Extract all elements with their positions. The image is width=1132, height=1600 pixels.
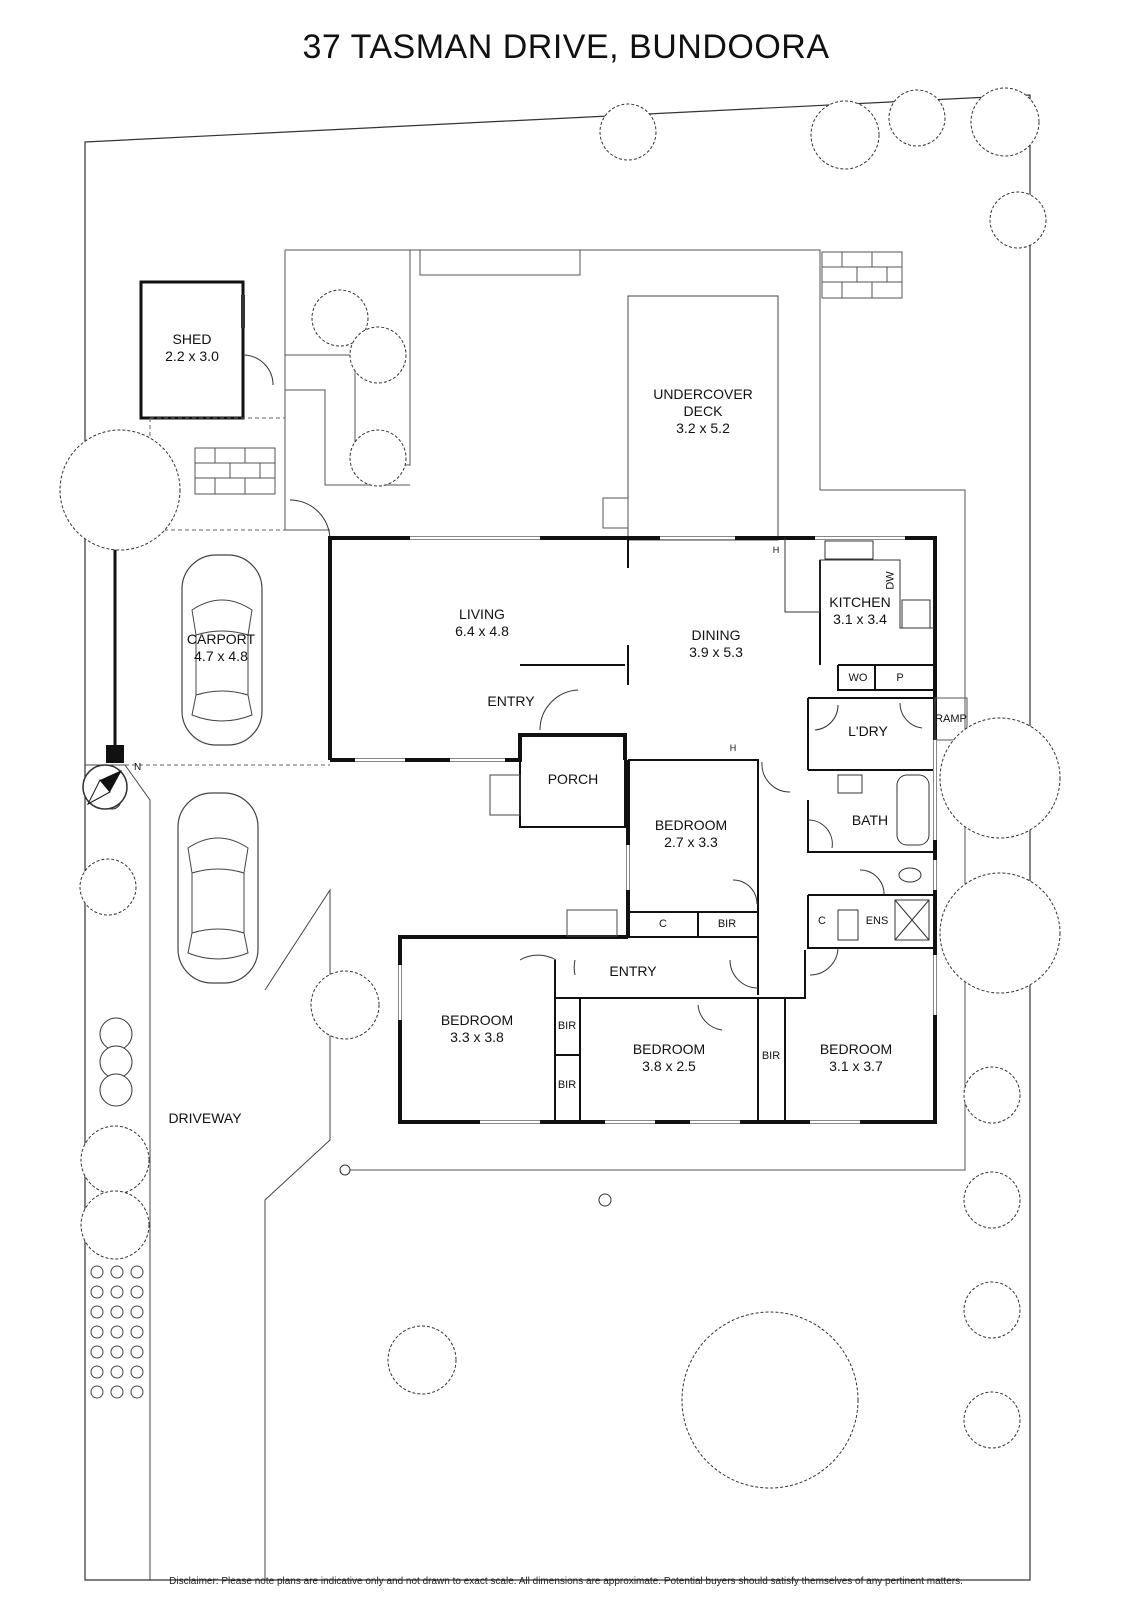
porch-label: PORCH [547, 771, 599, 787]
north-compass-icon [82, 764, 128, 810]
trees [59, 87, 1061, 1489]
north-label: N [134, 762, 142, 773]
heater-label-1: H [772, 545, 780, 555]
ensuite-label: ENS [865, 915, 889, 927]
disclaimer: Disclaimer: Please note plans are indica… [169, 1576, 963, 1587]
bir-label-1: BIR [717, 918, 737, 930]
heater-label-2: H [729, 743, 737, 753]
rear-garden-outline [285, 249, 966, 700]
bir-label-3: BIR [557, 1079, 577, 1091]
bir-label-2: BIR [557, 1020, 577, 1032]
wo-label: WO [848, 672, 868, 684]
footpath [350, 1060, 966, 1171]
bath-label: BATH [851, 812, 889, 828]
cupboard-label-1: C [659, 918, 667, 930]
dishwasher-label: DW [884, 571, 897, 590]
ramp-label: RAMP [935, 713, 967, 725]
bir-label-4: BIR [761, 1050, 781, 1062]
plan-title: 37 TASMAN DRIVE, BUNDOORA [302, 28, 830, 66]
laundry-label: L'DRY [848, 723, 888, 739]
pantry-label: P [896, 672, 904, 684]
driveway-label: DRIVEWAY [168, 1110, 242, 1126]
hall-entry-label: ENTRY [609, 963, 657, 979]
cupboard-label-2: C [818, 915, 826, 927]
garden-bed-edge [264, 888, 331, 1580]
property-boundary [84, 94, 1031, 1581]
front-entry-label: ENTRY [487, 693, 535, 709]
